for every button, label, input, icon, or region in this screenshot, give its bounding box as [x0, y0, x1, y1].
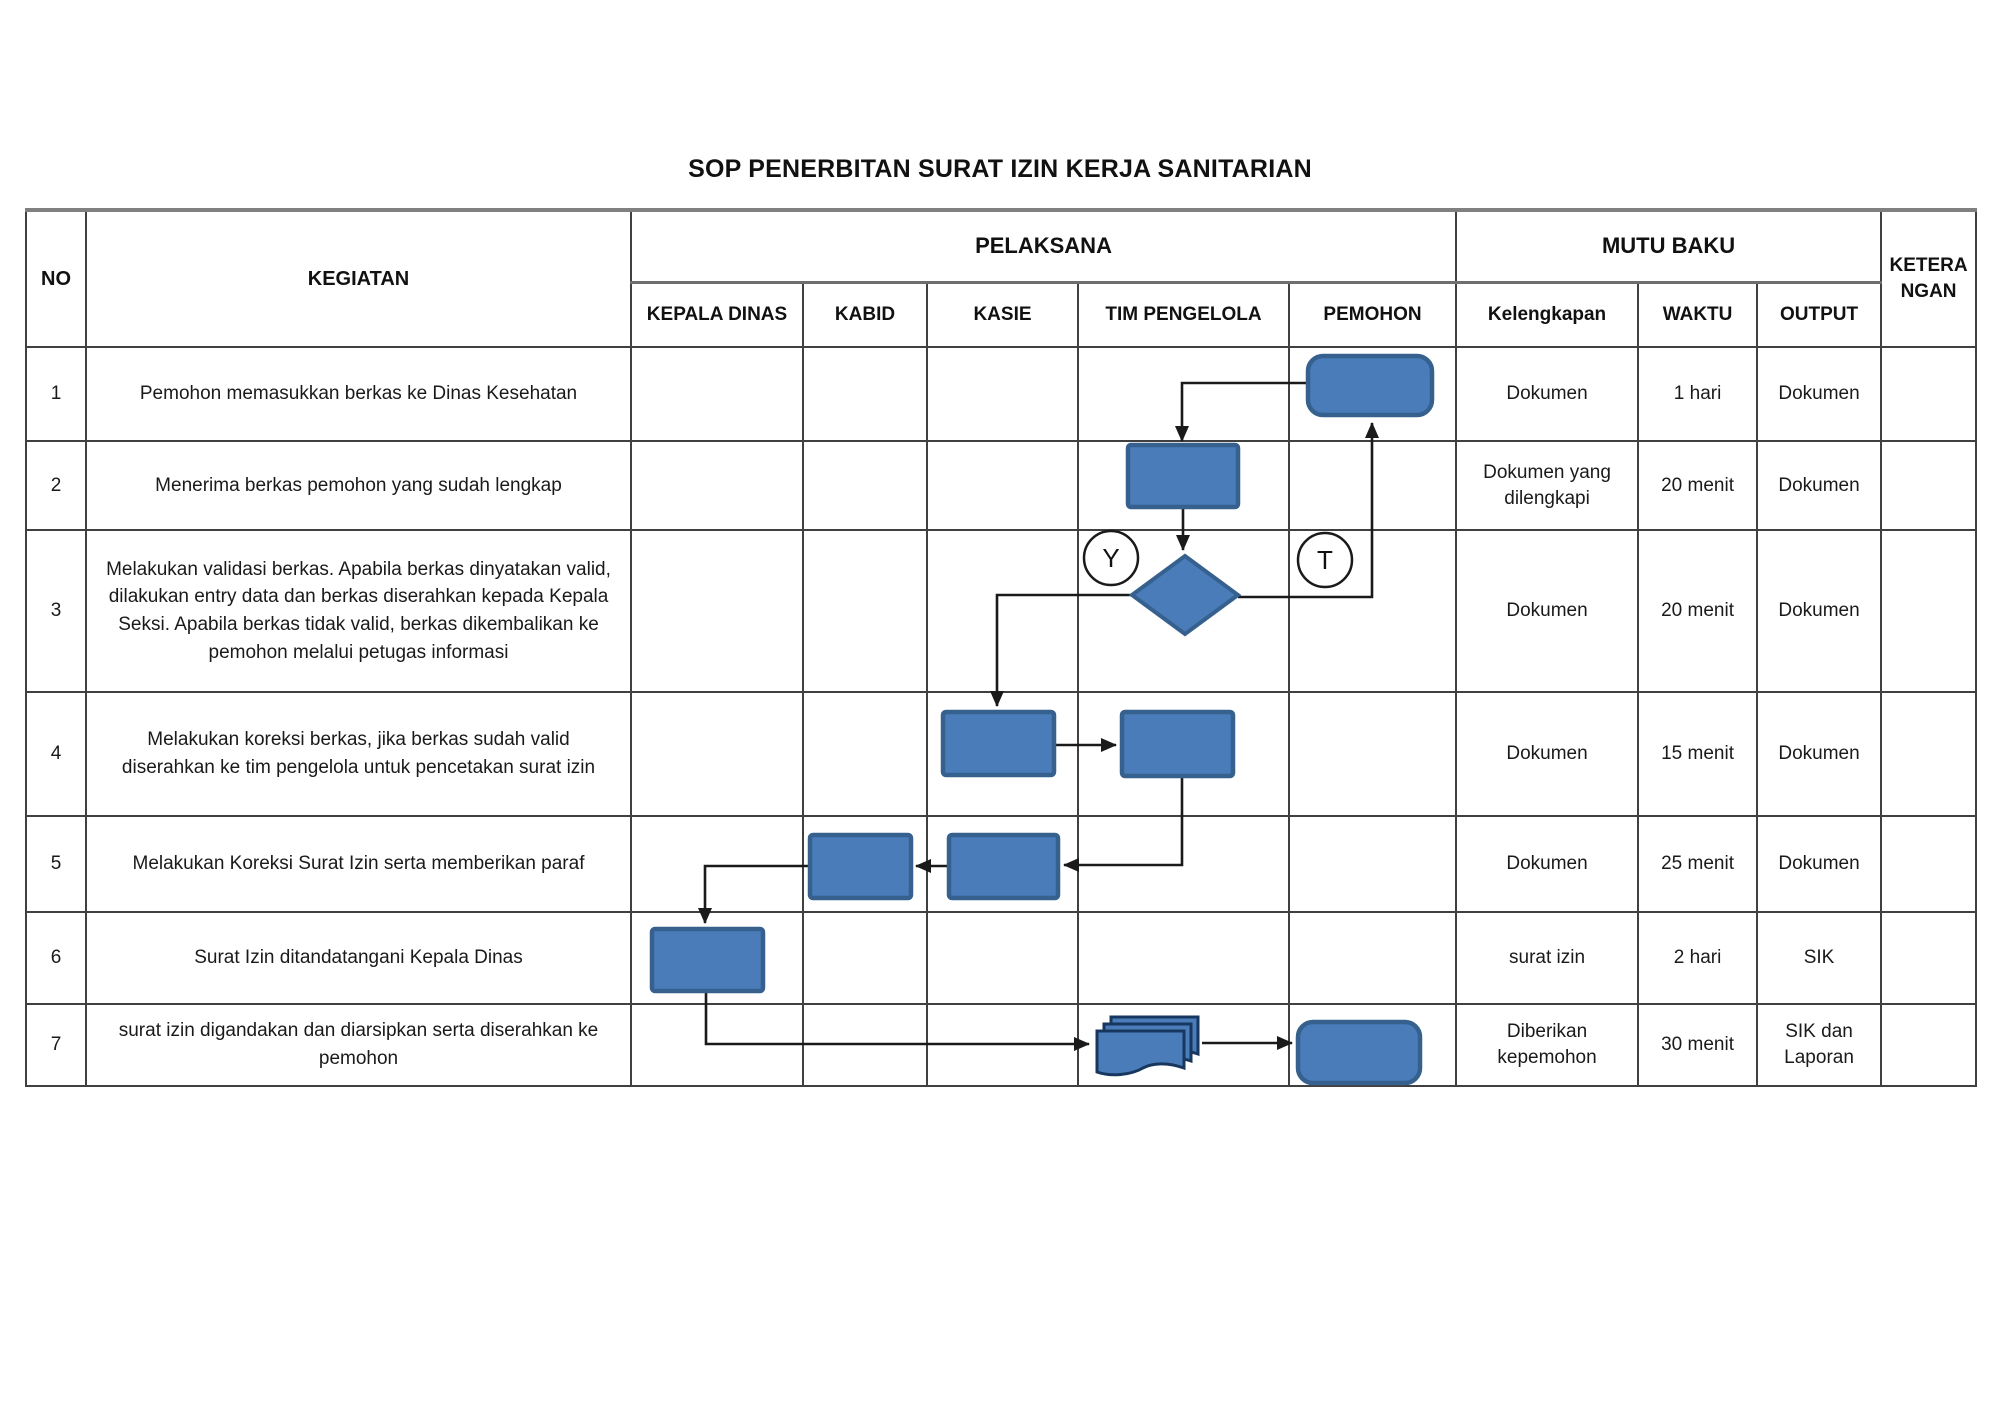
cell-output: SIK dan Laporan: [1756, 1003, 1883, 1087]
cell-no: 5: [25, 815, 87, 913]
flow-lane-cell: [926, 346, 1079, 442]
cell-keterangan: [1880, 1003, 1978, 1087]
cell-no: 6: [25, 911, 87, 1005]
cell-keterangan: [1880, 815, 1978, 913]
cell-keterangan: [1880, 529, 1978, 693]
col-header-output: OUTPUT: [1756, 281, 1883, 348]
cell-kegiatan: Melakukan koreksi berkas, jika berkas su…: [85, 691, 632, 817]
flow-lane-cell: [630, 815, 804, 913]
col-header-mutu-baku: MUTU BAKU: [1455, 209, 1883, 284]
flow-lane-cell: [1077, 911, 1290, 1005]
flow-lane-cell: [802, 529, 928, 693]
cell-kegiatan: Menerima berkas pemohon yang sudah lengk…: [85, 440, 632, 531]
flow-lane-cell: [802, 440, 928, 531]
cell-no: 2: [25, 440, 87, 531]
cell-kegiatan: Melakukan validasi berkas. Apabila berka…: [85, 529, 632, 693]
cell-output: Dokumen: [1756, 691, 1883, 817]
cell-kelengkapan: Dokumen: [1455, 529, 1640, 693]
cell-kelengkapan: Dokumen: [1455, 815, 1640, 913]
flow-lane-cell: [926, 815, 1079, 913]
cell-kelengkapan: surat izin: [1455, 911, 1640, 1005]
cell-keterangan: [1880, 440, 1978, 531]
cell-kelengkapan: Dokumen: [1455, 691, 1640, 817]
col-header-kelengkapan: Kelengkapan: [1455, 281, 1640, 348]
cell-waktu: 20 menit: [1637, 440, 1759, 531]
cell-waktu: 25 menit: [1637, 815, 1759, 913]
cell-no: 1: [25, 346, 87, 442]
col-header-tim-pengelola: TIM PENGELOLA: [1077, 281, 1290, 348]
col-header-no: NO: [25, 209, 87, 348]
cell-kelengkapan: Dokumen: [1455, 346, 1640, 442]
col-header-pemohon: PEMOHON: [1287, 281, 1458, 348]
flow-lane-cell: [802, 1003, 928, 1087]
cell-output: Dokumen: [1756, 440, 1883, 531]
flow-lane-cell: [1077, 529, 1290, 693]
cell-kegiatan: Pemohon memasukkan berkas ke Dinas Keseh…: [85, 346, 632, 442]
cell-waktu: 30 menit: [1637, 1003, 1759, 1087]
flow-lane-cell: [1287, 440, 1458, 531]
col-header-waktu: WAKTU: [1637, 281, 1759, 348]
flow-lane-cell: [1077, 1003, 1290, 1087]
flow-lane-cell: [1077, 346, 1290, 442]
table-row: 3 Melakukan validasi berkas. Apabila ber…: [25, 529, 1978, 693]
flow-lane-cell: [1077, 691, 1290, 817]
cell-kelengkapan: Diberikan kepemohon: [1455, 1003, 1640, 1087]
flow-lane-cell: [630, 1003, 804, 1087]
cell-keterangan: [1880, 691, 1978, 817]
flow-lane-cell: [1287, 1003, 1458, 1087]
cell-kegiatan: Surat Izin ditandatangani Kepala Dinas: [85, 911, 632, 1005]
cell-waktu: 1 hari: [1637, 346, 1759, 442]
flow-lane-cell: [926, 529, 1079, 693]
cell-output: Dokumen: [1756, 815, 1883, 913]
col-header-kepala-dinas: KEPALA DINAS: [630, 281, 804, 348]
flow-lane-cell: [630, 911, 804, 1005]
flow-lane-cell: [1287, 529, 1458, 693]
flow-lane-cell: [1287, 815, 1458, 913]
cell-keterangan: [1880, 911, 1978, 1005]
col-header-pelaksana: PELAKSANA: [629, 209, 1458, 284]
flow-lane-cell: [802, 346, 928, 442]
flow-lane-cell: [630, 346, 804, 442]
col-header-keterangan: KETERANGAN: [1880, 209, 1978, 348]
flow-lane-cell: [630, 691, 804, 817]
flow-lane-cell: [630, 440, 804, 531]
cell-output: Dokumen: [1756, 346, 1883, 442]
cell-waktu: 20 menit: [1637, 529, 1759, 693]
table-row: 6 Surat Izin ditandatangani Kepala Dinas…: [25, 911, 1978, 1005]
sop-table: NO KEGIATAN PELAKSANA MUTU BAKU KETERANG…: [25, 208, 1978, 1087]
flow-lane-cell: [926, 1003, 1079, 1087]
cell-no: 4: [25, 691, 87, 817]
cell-waktu: 2 hari: [1637, 911, 1759, 1005]
col-header-kasie: KASIE: [926, 281, 1079, 348]
col-header-kegiatan: KEGIATAN: [85, 209, 632, 348]
page-title: SOP PENERBITAN SURAT IZIN KERJA SANITARI…: [688, 155, 1312, 183]
flow-lane-cell: [1077, 815, 1290, 913]
flow-lane-cell: [926, 911, 1079, 1005]
cell-kelengkapan: Dokumen yang dilengkapi: [1455, 440, 1640, 531]
cell-output: Dokumen: [1756, 529, 1883, 693]
cell-kegiatan: surat izin digandakan dan diarsipkan ser…: [85, 1003, 632, 1087]
cell-output: SIK: [1756, 911, 1883, 1005]
flow-lane-cell: [1287, 911, 1458, 1005]
cell-no: 3: [25, 529, 87, 693]
table-row: 7 surat izin digandakan dan diarsipkan s…: [25, 1003, 1978, 1087]
flow-lane-cell: [630, 529, 804, 693]
table-row: 1 Pemohon memasukkan berkas ke Dinas Kes…: [25, 346, 1978, 442]
flow-lane-cell: [802, 815, 928, 913]
table-row: 5 Melakukan Koreksi Surat Izin serta mem…: [25, 815, 1978, 913]
cell-keterangan: [1880, 346, 1978, 442]
cell-waktu: 15 menit: [1637, 691, 1759, 817]
flow-lane-cell: [1287, 691, 1458, 817]
flow-lane-cell: [802, 691, 928, 817]
table-row: 4 Melakukan koreksi berkas, jika berkas …: [25, 691, 1978, 817]
col-header-kabid: KABID: [802, 281, 928, 348]
flow-lane-cell: [1077, 440, 1290, 531]
flow-lane-cell: [926, 440, 1079, 531]
cell-no: 7: [25, 1003, 87, 1087]
flow-lane-cell: [802, 911, 928, 1005]
flow-lane-cell: [926, 691, 1079, 817]
cell-kegiatan: Melakukan Koreksi Surat Izin serta membe…: [85, 815, 632, 913]
table-row: 2 Menerima berkas pemohon yang sudah len…: [25, 440, 1978, 531]
flow-lane-cell: [1287, 346, 1458, 442]
